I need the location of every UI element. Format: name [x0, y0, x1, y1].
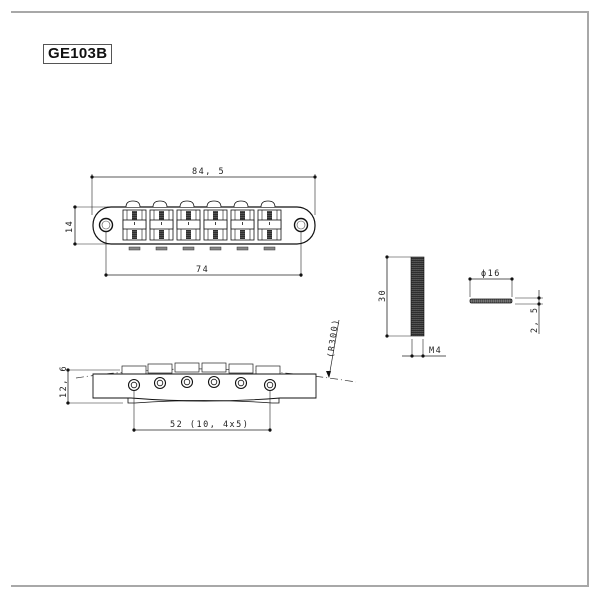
radius-dimension: (R300) [326, 318, 341, 359]
saddles [122, 200, 282, 251]
wheel-diameter-dimension: ϕ16 [481, 269, 501, 279]
drawing-frame [11, 11, 589, 587]
stud-length-dimension: 30 [378, 289, 388, 302]
wheel-thickness-dimension: 2, 5 [530, 307, 540, 333]
height-dimension: 12, 6 [59, 365, 69, 398]
string-spacing-dimension: 52 (10, 4x5) [170, 420, 249, 430]
post-stud: 30 M4 [378, 255, 446, 358]
side-view-bridge: 12, 6 52 (10, 4x5) [59, 318, 357, 432]
model-number-label: GE103B [43, 44, 113, 64]
thread-size-dimension: M4 [429, 346, 442, 356]
overall-length-dimension: 84, 5 [192, 167, 225, 177]
top-view-bridge: 84, 5 14 74 [65, 167, 317, 277]
intonation-screws [127, 375, 277, 392]
post-spacing-dimension: 74 [196, 265, 209, 275]
width-dimension: 14 [65, 220, 75, 233]
thumbwheel: ϕ16 2, 5 [468, 269, 543, 334]
